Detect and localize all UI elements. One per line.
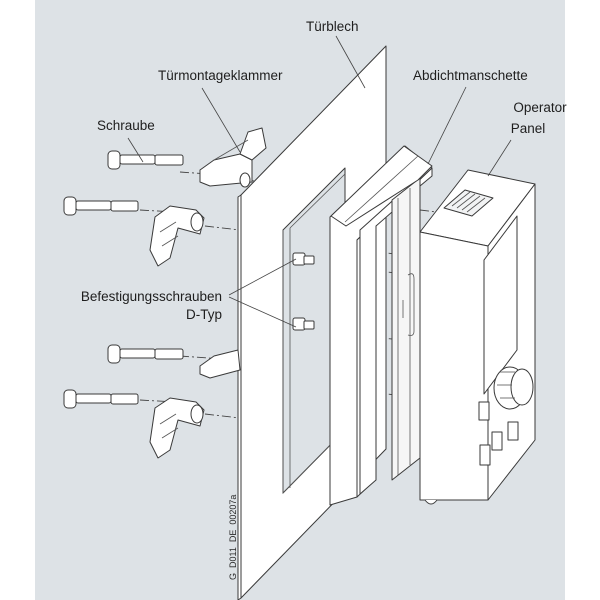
label-seal: Abdichtmanschette [413,68,528,83]
panel-connector [443,189,494,217]
screw-2 [63,196,139,216]
fixing-screw-d-type-1 [292,252,315,266]
label-operator-panel-line2: Panel [511,121,546,136]
label-door-sheet: Türblech [306,19,359,34]
panel-key [478,401,490,421]
leader-lines [127,35,512,328]
panel-key [491,431,503,451]
screw-3 [107,344,184,364]
screw-1 [107,150,184,170]
screw-4 [63,389,139,409]
figure-code: G_D011_DE_00207a [228,495,238,580]
label-door-clamp: Türmontageklammer [158,68,283,83]
label-fixing-screws-line2: D-Typ [186,307,222,322]
panel-key [479,444,491,466]
door-clamp-2 [149,205,205,267]
door-clamp-3 [199,349,241,379]
panel-display [483,215,518,395]
panel-key [507,421,519,441]
rotary-knob [493,366,534,410]
door-clamp-1 [199,127,267,188]
operator-panel [419,169,536,505]
label-operator-panel-line1: Operator [513,100,567,115]
seal-frame [329,145,433,506]
label-screw: Schraube [97,118,155,133]
door-clamp-4 [149,397,205,459]
label-fixing-screws-line1: Befestigungsschrauben [81,289,222,304]
